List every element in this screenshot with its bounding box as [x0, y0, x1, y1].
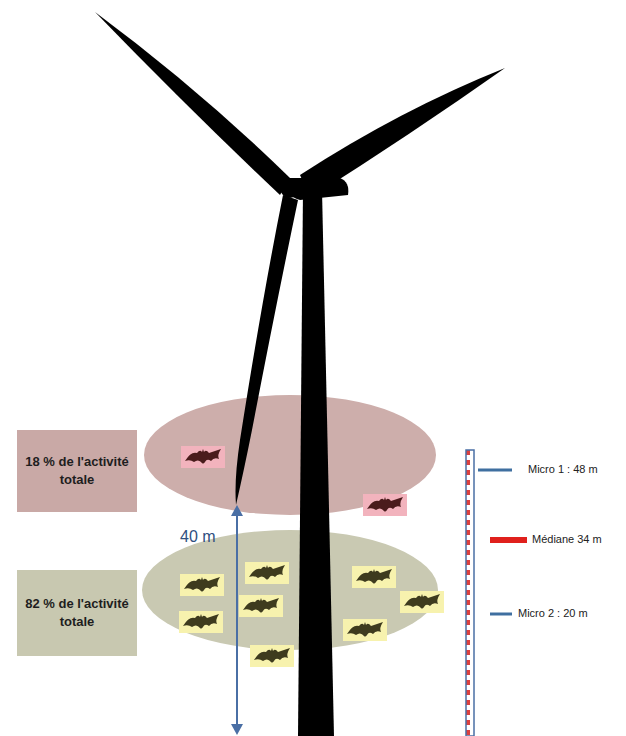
- tower: [298, 190, 334, 736]
- share-text: 82 % de l'activité totale: [25, 595, 129, 630]
- share-box: 82 % de l'activité totale: [17, 570, 137, 656]
- share-text: 18 % de l'activité totale: [25, 453, 129, 488]
- lower-zone: [142, 530, 438, 650]
- blade: [95, 12, 290, 195]
- bat-high: [181, 446, 407, 516]
- micro-label: Micro 2 : 20 m: [518, 607, 588, 619]
- share-box: 18 % de l'activité totale: [17, 430, 137, 512]
- blade: [236, 195, 299, 505]
- hub: [280, 178, 300, 198]
- bat-low: [179, 562, 444, 667]
- measurement-mast: [466, 450, 474, 736]
- height-label: 40 m: [180, 528, 216, 546]
- micro-tick: [490, 613, 512, 616]
- upper-zone: [144, 395, 436, 515]
- micro-tick: [478, 469, 512, 472]
- micro-label: Micro 1 : 48 m: [528, 463, 598, 475]
- median-tick: [490, 537, 527, 543]
- height-arrow: [231, 505, 243, 735]
- median-label: Médiane 34 m: [532, 533, 602, 545]
